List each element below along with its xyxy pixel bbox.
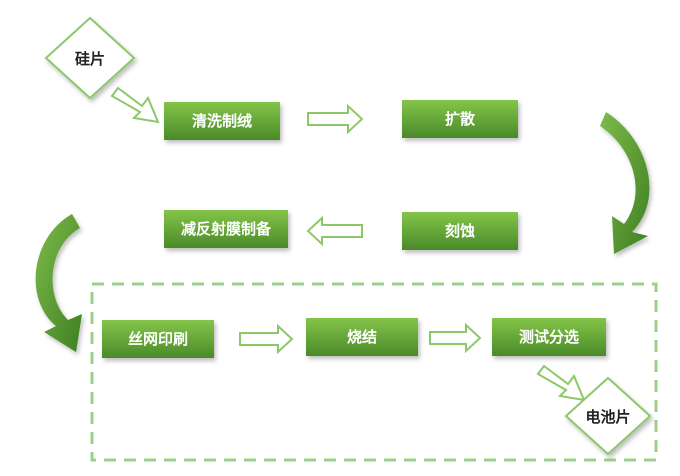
- arrow-etching-to-arc-coating: [306, 215, 363, 247]
- node-solar-cell-label: 电池片: [585, 408, 630, 426]
- curved-arrow-diffusion-to-etching: [600, 112, 650, 254]
- node-sintering-label: 烧结: [347, 328, 377, 346]
- final-stage-region: [90, 282, 658, 462]
- arrow-sintering-to-testing: [429, 322, 482, 354]
- node-testing-sorting-label: 测试分选: [519, 328, 579, 346]
- arrow-testing-to-solar-cell: [536, 364, 586, 402]
- node-etching: 刻蚀: [402, 212, 518, 250]
- node-solar-cell: 电池片: [564, 376, 652, 456]
- node-diffusion-label: 扩散: [445, 110, 476, 128]
- node-screen-printing: 丝网印刷: [102, 320, 214, 358]
- node-wafer-label: 硅片: [75, 50, 105, 68]
- node-texturing-label: 清洗制绒: [192, 112, 252, 130]
- node-testing-sorting: 测试分选: [492, 318, 606, 356]
- node-arc-coating-label: 减反射膜制备: [181, 220, 272, 238]
- node-screen-printing-label: 丝网印刷: [128, 330, 188, 348]
- arrow-texturing-to-diffusion: [307, 103, 364, 135]
- arrow-wafer-to-texturing: [110, 86, 160, 124]
- node-arc-coating: 减反射膜制备: [164, 210, 288, 248]
- arrow-printing-to-sintering: [239, 323, 294, 355]
- node-wafer: 硅片: [44, 16, 136, 100]
- node-texturing: 清洗制绒: [164, 102, 280, 140]
- curved-arrow-arc-coating-to-printing: [35, 214, 82, 352]
- node-etching-label: 刻蚀: [445, 222, 475, 240]
- node-diffusion: 扩散: [402, 100, 518, 138]
- node-sintering: 烧结: [306, 318, 418, 356]
